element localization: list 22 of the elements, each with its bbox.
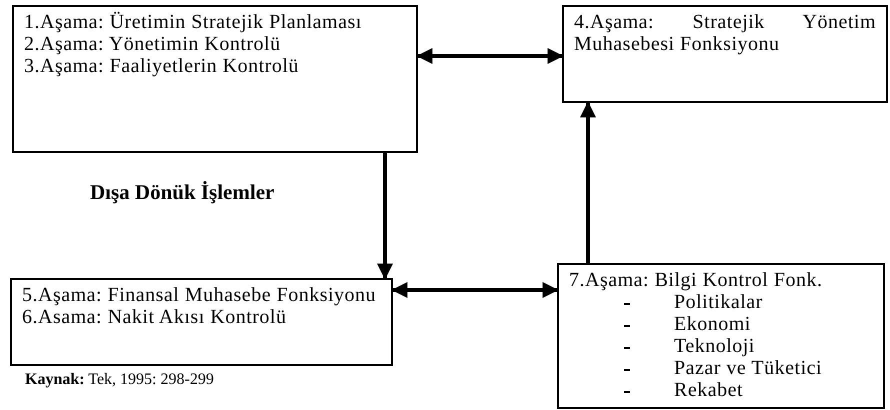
- arrow: [580, 101, 596, 263]
- arrow: [377, 153, 393, 280]
- list-item: Rekabet: [674, 379, 874, 401]
- list-item: Teknoloji: [674, 335, 874, 357]
- stage-text: 3.Aşama: Faaliyetlerin Kontrolü: [24, 55, 300, 77]
- process-box: [562, 5, 888, 103]
- process-box: [10, 278, 393, 366]
- process-box: [557, 263, 885, 409]
- stage-text: 2.Aşama: Yönetimin Kontrolü: [24, 33, 282, 55]
- arrow: [391, 282, 559, 298]
- stage-text: 7.Aşama: Bilgi Kontrol Fonk.: [569, 269, 824, 291]
- stage-text: 6.Asama: Nakit Akısı Kontrolü: [22, 306, 288, 328]
- list-item: Ekonomi: [674, 313, 874, 335]
- stage-text: 4.Aşama: Stratejik Yönetim Muhasebesi Fonksiyonu: [574, 11, 876, 55]
- list-item: Politikalar: [674, 291, 874, 313]
- list-item: Pazar ve Tüketici: [674, 357, 874, 379]
- stage-text: 5.Aşama: Finansal Muhasebe Fonksiyonu: [22, 284, 378, 306]
- stage-text: 1.Aşama: Üretimin Stratejik Planlaması: [24, 11, 363, 33]
- process-box: [12, 5, 418, 153]
- section-heading: Dışa Dönük İşlemler: [90, 180, 274, 205]
- arrow: [416, 48, 564, 64]
- source-note: Kaynak: Tek, 1995: 298-299: [25, 371, 214, 389]
